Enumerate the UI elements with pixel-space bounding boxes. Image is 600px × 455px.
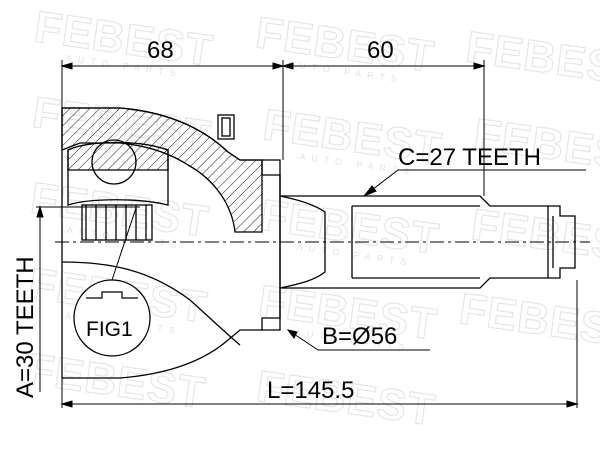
flange-outline bbox=[262, 159, 281, 331]
dim-label-outer-teeth: C=27 TEETH bbox=[398, 144, 541, 171]
leader-arrow-seal bbox=[286, 329, 298, 339]
dim-arrows-total bbox=[60, 400, 579, 408]
cage-teeth bbox=[85, 205, 147, 240]
stem-spline-lines bbox=[351, 205, 480, 279]
watermark-brand: FEBEST bbox=[468, 200, 600, 274]
dim-arrow-inner-teeth bbox=[36, 205, 44, 218]
inner-race-hatch bbox=[67, 141, 169, 171]
cage-block bbox=[81, 204, 153, 241]
dimension-layer bbox=[36, 60, 586, 408]
dim-label-seal-diameter: B=Ø56 bbox=[322, 323, 397, 350]
fig1-detail bbox=[86, 291, 138, 299]
fig1-label: FIG1 bbox=[86, 318, 133, 341]
dim-label-68: 68 bbox=[147, 37, 174, 64]
dim-arrows-68 bbox=[60, 62, 285, 70]
leader-seal-diameter bbox=[287, 329, 430, 351]
joint-body bbox=[61, 107, 576, 379]
lower-body-curve bbox=[61, 261, 241, 346]
fig1-leader bbox=[111, 207, 137, 281]
dim-label-inner-teeth: A=30 TEETH bbox=[12, 256, 39, 398]
dim-label-60: 60 bbox=[367, 37, 394, 64]
watermark-brand: FEBEST bbox=[457, 284, 600, 358]
leader-outer-teeth bbox=[363, 169, 586, 197]
boot-clamp-tab bbox=[217, 114, 235, 140]
fig1-callout: FIG1 bbox=[73, 207, 151, 357]
boot-clamp-tab-inner bbox=[221, 117, 231, 137]
leader-arrow-outer-teeth bbox=[363, 185, 377, 197]
dim-label-total-length: L=145.5 bbox=[267, 377, 354, 404]
dim-arrows-60 bbox=[281, 62, 486, 70]
